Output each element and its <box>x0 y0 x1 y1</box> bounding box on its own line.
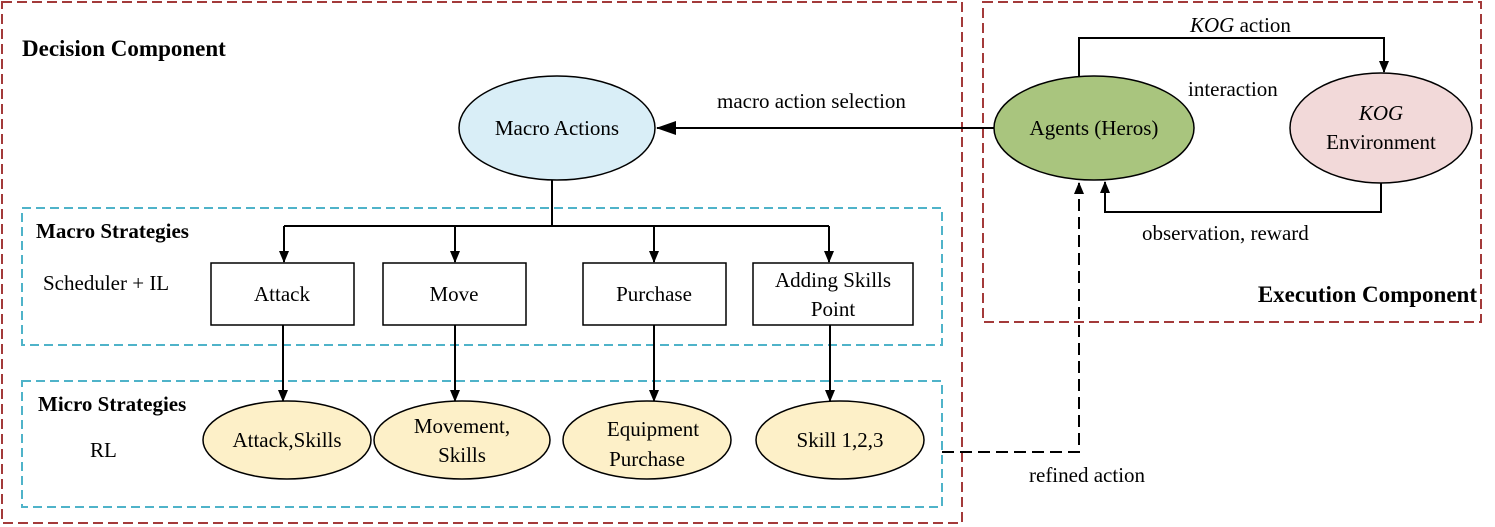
macro-strategies-container <box>21 207 943 346</box>
micro-node-movement-skills <box>373 400 551 480</box>
macro-strategies-method: Scheduler + IL <box>43 271 169 295</box>
micro-node-attack-skills-label: Attack,Skills <box>232 428 341 452</box>
macro-box-adding-skills-line2: Point <box>811 297 856 321</box>
micro-node-skill-123 <box>755 400 925 480</box>
refined-action-arrow <box>942 182 1084 453</box>
micro-node-equipment-purchase-line2: Purchase <box>609 447 685 471</box>
macro-box-adding-skills-line1: Adding Skills <box>775 268 891 292</box>
agents-label: Agents (Heros) <box>1030 116 1159 140</box>
macro-strategies-title: Macro Strategies <box>36 219 189 243</box>
observation-reward-arrow <box>1100 181 1382 213</box>
macro-box-attack <box>210 262 355 326</box>
micro-strategies-title: Micro Strategies <box>38 392 186 416</box>
observation-reward-label: observation, reward <box>1142 221 1309 245</box>
macro-box-attack-label: Attack <box>254 282 310 306</box>
interaction-label: interaction <box>1188 77 1278 101</box>
macro-action-selection-label: macro action selection <box>717 89 906 113</box>
execution-component-title: Execution Component <box>1258 282 1477 307</box>
macro-actions-node <box>458 75 656 181</box>
decision-component-title: Decision Component <box>22 36 226 61</box>
kog-action-arrow <box>1078 37 1389 77</box>
macro-box-purchase <box>582 262 727 326</box>
micro-node-movement-skills-line1: Movement, <box>414 414 510 438</box>
micro-strategies-method: RL <box>90 438 117 462</box>
micro-node-movement-skills-line2: Skills <box>438 443 486 467</box>
micro-node-skill-123-label: Skill 1,2,3 <box>797 428 884 452</box>
refined-action-label: refined action <box>1029 463 1146 487</box>
micro-node-equipment-purchase <box>562 400 732 480</box>
decision-component-container <box>1 1 963 524</box>
macro-box-move-label: Move <box>430 282 479 306</box>
macro-box-move <box>382 262 527 326</box>
environment-node <box>1289 72 1473 184</box>
macro-box-adding-skills <box>752 262 914 326</box>
environment-label-name: Environment <box>1326 130 1436 154</box>
kog-action-label: KOG action <box>1189 13 1291 37</box>
macro-actions-label: Macro Actions <box>495 116 619 140</box>
micro-node-equipment-purchase-line1: Equipment <box>607 417 699 441</box>
execution-component-container <box>982 1 1482 323</box>
micro-node-attack-skills <box>202 400 372 480</box>
micro-strategies-container <box>21 380 943 508</box>
environment-label-kog: KOG <box>1358 101 1403 125</box>
macro-box-purchase-label: Purchase <box>616 282 692 306</box>
